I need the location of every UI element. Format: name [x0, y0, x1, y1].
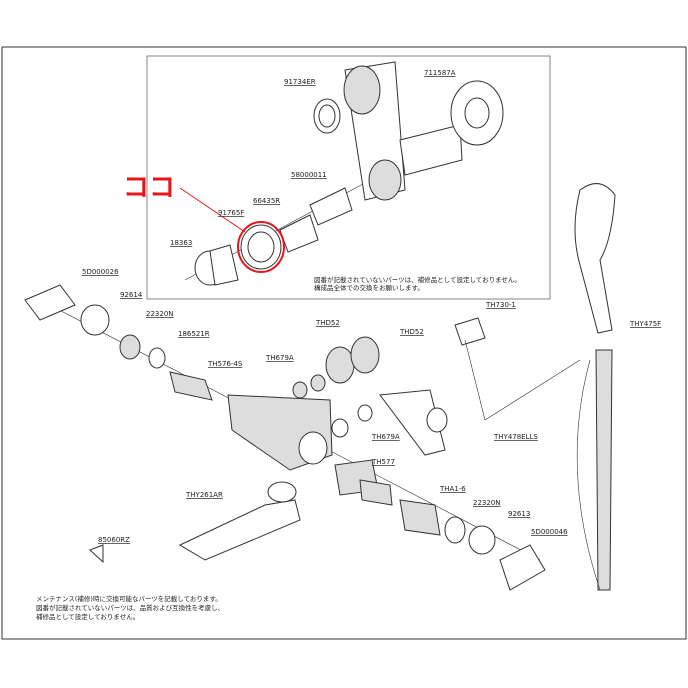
callout-koko: ココ [123, 173, 175, 203]
highlight-circle [237, 221, 285, 273]
footer-note-line: 補修品として設定しておりません。 [36, 612, 139, 621]
part-label: 58000011 [291, 171, 327, 179]
part-label: 186521R [178, 330, 210, 338]
part-label: 91734ER [284, 78, 316, 86]
inset-note-line: 構成品全体での交換をお願いします。 [314, 283, 424, 292]
part-label: 22320N [473, 499, 501, 507]
footer-note-line: 図番が記載されていないパーツは、品質および互換性を考慮し、 [36, 603, 224, 612]
part-label: TH730-1 [485, 301, 516, 309]
part-label: 91765F [218, 209, 244, 217]
part-label: 22320N [146, 310, 174, 318]
part-label: 66435R [253, 197, 280, 205]
part-label: THY261AR [185, 491, 223, 499]
part-label: THY478ELLS [493, 433, 538, 441]
part-label: TH577 [371, 458, 395, 466]
part-label: THY475F [629, 320, 661, 328]
part-label: TH679A [265, 354, 294, 362]
inset-note-line: 図番が記載されていないパーツは、補修品として設定しておりません。 [314, 275, 521, 284]
inset-parts [179, 61, 504, 286]
part-label: TH679A [371, 433, 400, 441]
part-label: THD52 [315, 319, 340, 327]
part-label: 711587A [424, 69, 456, 77]
part-label: 5D000046 [531, 528, 568, 536]
part-label: THA1-6 [439, 485, 466, 493]
part-label: THD52 [399, 328, 424, 336]
part-label: 92614 [120, 291, 143, 299]
part-label: 18363 [170, 239, 192, 247]
main-parts [24, 183, 616, 591]
callout-arrow [179, 187, 246, 233]
footer-note-line: メンテナンス(補修)時に交換可能なパーツを記載しております。 [36, 594, 222, 603]
part-label: 5D000026 [82, 268, 119, 276]
part-label: 85060RZ [98, 536, 130, 544]
part-label: 92613 [508, 510, 530, 518]
part-label: TH576-4S [207, 360, 243, 368]
